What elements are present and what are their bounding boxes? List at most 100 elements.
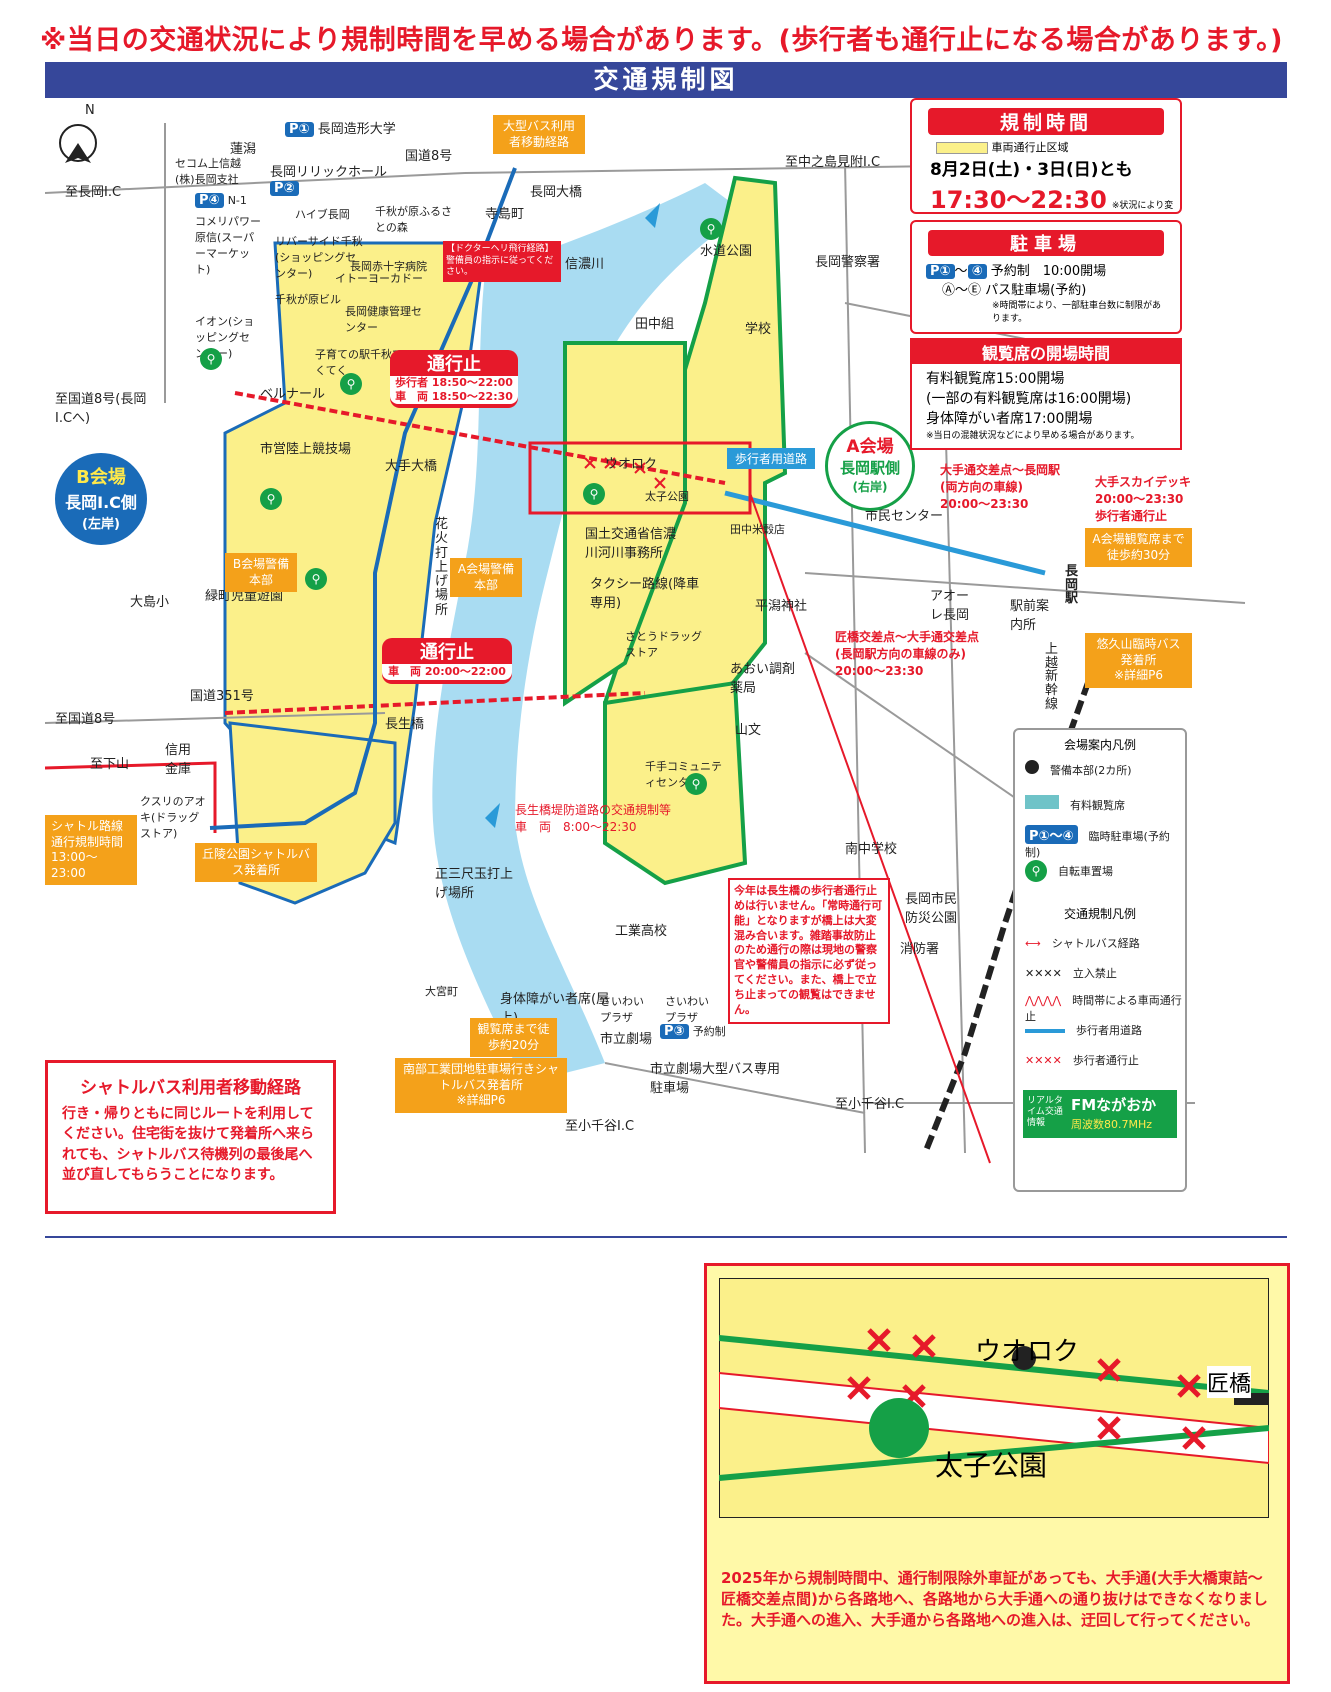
skydeck-sub: 歩行者通行止 xyxy=(1095,509,1168,523)
ote-ohashi-closure xyxy=(234,391,726,485)
railway xyxy=(922,661,1098,1155)
takumi-note: 匠橋交差点〜大手通交差点 (長岡駅方向の車線のみ) 20:00〜23:30 xyxy=(835,628,979,679)
place-hanabi: 花火打上げ場所 xyxy=(435,517,449,618)
shuttle-time-sub: 通行規制時間 xyxy=(51,834,124,849)
p4-badge[interactable]: P④ xyxy=(195,193,224,208)
place-kokudo8b: 至国道8号 xyxy=(55,712,116,727)
p1-badge[interactable]: P① xyxy=(285,122,314,137)
inset-source-frame xyxy=(528,441,752,515)
place-shiritsu: 市立劇場 xyxy=(600,1032,653,1047)
place-terajima: 寺島町 xyxy=(485,207,525,222)
parking-bus-desc: パス駐車場(予約) xyxy=(985,283,1087,298)
place-lyric: 長岡リリックホール xyxy=(270,165,388,180)
p4-parking: P④ N-1 xyxy=(195,193,247,208)
pedestrian-road xyxy=(724,490,1046,576)
seating-box: 観覧席の開場時間 有料観覧席15:00開場 (一部の有料観覧席は16:00開場)… xyxy=(910,338,1182,450)
hq-icon xyxy=(1025,760,1039,774)
a-venue-west-zone xyxy=(563,341,687,707)
place-taishi: 太子公園 xyxy=(645,490,689,503)
parking-note: ※時間帯により、一部駐車台数に制限があります。 xyxy=(992,301,1162,324)
shuttle-box-title: シャトルバス利用者移動経路 xyxy=(80,1078,301,1098)
p1-badge: P① xyxy=(926,264,955,279)
place-to-ojiya: 至小千谷I.C xyxy=(835,1097,905,1112)
a-walk-label: A会場観覧席まで徒歩約30分 xyxy=(1085,528,1192,568)
regulation-time-box: 規制時間 車両通行止区域 8月2日(土)・3日(日)とも 17:30〜22:30… xyxy=(910,98,1182,233)
shuttle-time-value: 13:00〜23:00 xyxy=(51,850,98,880)
closure-title: 通行止 xyxy=(427,354,481,375)
divider xyxy=(45,1236,1287,1238)
place-kenko: 長岡健康管理センター xyxy=(345,305,422,334)
b-venue-badge[interactable]: B会場 長岡I.C側 (左岸) xyxy=(55,453,147,545)
place-sanbun: 山文 xyxy=(735,723,762,738)
nagaike-title: 長生橋堤防道路の交通規制等 xyxy=(515,803,672,817)
place-red-cross: 長岡赤十字病院 xyxy=(350,260,427,273)
nanbu-note: ※詳細P6 xyxy=(456,1093,506,1108)
parking-bus-range: Ⓐ〜Ⓔ xyxy=(942,283,982,298)
shuttle-time-label: シャトル路線 通行規制時間 13:00〜23:00 xyxy=(45,815,137,886)
place-shimoyama: 至下山 xyxy=(90,757,130,772)
a-hq-label: A会場警備本部 xyxy=(450,558,522,598)
place-kokudo8-to: 至国道8号(長岡I.Cへ) xyxy=(55,392,147,426)
inset-takumi: 匠橋 xyxy=(1207,1366,1252,1398)
legend-traffic-title: 交通規制凡例 xyxy=(1063,907,1136,921)
a-venue-badge[interactable]: A会場 長岡駅側 (右岸) xyxy=(825,421,915,511)
p4-code: N-1 xyxy=(227,194,247,207)
place-kusuri: クスリのアオキ(ドラッグストア) xyxy=(140,795,206,840)
legend-ped-road: 歩行者用道路 xyxy=(1076,1024,1142,1037)
place-ekimae: 駅前案内所 xyxy=(1010,599,1050,633)
heli-notice: 【ドクターヘリ飛行経路】警備員の指示に従ってください。 xyxy=(443,241,561,283)
place-zokei: 長岡造形大学 xyxy=(317,122,396,137)
place-hyper: ハイブ長岡 xyxy=(295,208,350,221)
bike-icon: ⚲ xyxy=(1025,860,1047,882)
fm-realtime: リアルタイム交通情報 xyxy=(1027,1096,1063,1128)
place-belle: ベルナール xyxy=(260,387,326,402)
place-saiwai2: さいわいプラザ xyxy=(665,995,709,1024)
zigzag-icon: ⋀⋀⋀⋀ xyxy=(1025,994,1062,1007)
b-venue-bank: (左岸) xyxy=(82,517,120,532)
place-to-nagaoka-ic: 至長岡I.C xyxy=(65,185,122,200)
place-uoroku: ウオロク xyxy=(605,457,658,472)
nagaike-time: 8:00〜22:30 xyxy=(563,820,637,834)
legend-venue-title: 会場案内凡例 xyxy=(1063,738,1136,752)
bus-route-label: 大型バス利用者移動経路 xyxy=(493,115,585,155)
bike-parking-icon: ⚲ xyxy=(685,773,707,795)
flow-arrow-icon xyxy=(485,803,500,828)
fm-freq: 周波数80.7MHz xyxy=(1071,1118,1153,1131)
place-shimin-bosai: 長岡市民防災公園 xyxy=(905,892,958,926)
seating-title: 観覧席の開場時間 xyxy=(912,340,1180,364)
skydeck-note: 大手スカイデッキ 20:00〜23:30 歩行者通行止 xyxy=(1095,473,1191,524)
yukyuzan-note: ※詳細P6 xyxy=(1114,668,1163,683)
legend-time-closure: 時間帯による車両通行止 xyxy=(1025,994,1182,1023)
p2-badge[interactable]: P② xyxy=(270,181,299,196)
nagaike-note: 長生橋堤防道路の交通規制等 車 両 8:00〜22:30 xyxy=(515,801,671,835)
place-choseibashi: 長生橋 xyxy=(385,717,425,732)
place-suido-park: 水道公園 xyxy=(700,244,753,259)
seating-note: ※当日の混雑状況などにより早める場合があります。 xyxy=(926,431,1140,441)
bike-parking-icon: ⚲ xyxy=(340,373,362,395)
p1-parking: P① 長岡造形大学 xyxy=(285,118,396,137)
place-kokudo351: 国道351号 xyxy=(190,689,254,704)
choseibashi-notice: 今年は長生橋の歩行者通行止めは行いません。「常時通行可能」となりますが橋上は大変… xyxy=(728,878,890,1024)
place-itoyokado: イトーヨーカドー xyxy=(335,272,423,285)
place-shosanjaku: 正三尺玉打上げ場所 xyxy=(435,867,514,901)
yellow-swatch xyxy=(936,142,988,154)
fm-banner[interactable]: リアルタイム交通情報 FMながおか 周波数80.7MHz xyxy=(1023,1090,1177,1138)
ped-road-swatch xyxy=(1025,1029,1065,1033)
north-label: N xyxy=(85,103,95,118)
place-nakanoshima: 至中之島見附I.C xyxy=(785,155,881,170)
place-tanaka: 田中組 xyxy=(635,317,675,332)
bike-parking-icon: ⚲ xyxy=(583,483,605,505)
regulation-legend: 車両通行止区域 xyxy=(991,141,1069,154)
place-nagaoka-ohashi: 長岡大橋 xyxy=(530,185,583,200)
shuttle-arrow-icon: ⟷ xyxy=(1025,937,1041,950)
legend-shuttle: シャトルバス経路 xyxy=(1051,937,1140,950)
no-entry-marks xyxy=(584,457,666,489)
seating-line3: 身体障がい者席17:00開場 xyxy=(926,411,1093,427)
legend-no-entry: 立入禁止 xyxy=(1072,967,1117,980)
traffic-map[interactable]: N P① 長岡造形大学 蓮潟 セコム上信越(株)長岡支社 長岡リリックホール 国… xyxy=(45,98,1287,1223)
place-aoi: あおい調剤薬局 xyxy=(730,662,796,696)
p3-badge[interactable]: P③ xyxy=(660,1024,689,1039)
place-kosodate: 子育ての駅千秋てくてく xyxy=(315,348,403,377)
yukyuzan-title: 悠久山臨時バス発着所 xyxy=(1096,637,1181,667)
regulation-time-value: 17:30〜22:30 xyxy=(930,186,1107,214)
